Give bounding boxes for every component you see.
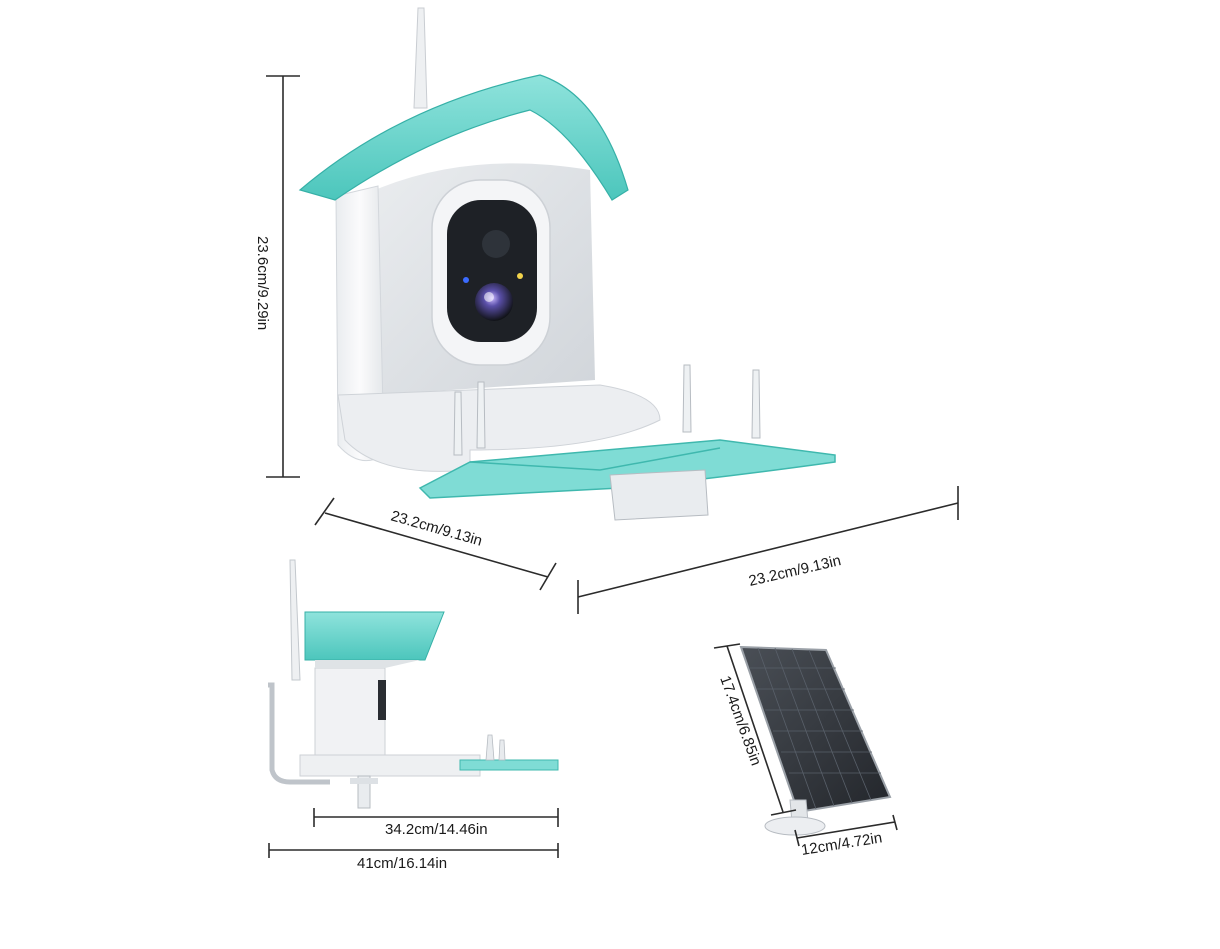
roof [298,74,629,201]
antenna [413,7,428,109]
feeder-width-label: 23.2cm/9.13in [747,552,843,590]
depth-dimension: 23.2cm/9.13in [314,497,557,591]
solar-panel [739,645,892,836]
mount-bracket [268,682,330,785]
side-inner-dimension: 34.2cm/14.46in [313,808,559,838]
lens-icon [475,283,513,321]
led-blue-icon [463,277,469,283]
feeder-height-label: 23.6cm/9.29in [254,236,271,330]
seed-cup [609,469,709,521]
sensor-icon [482,230,510,258]
feeder-base [337,384,661,472]
perches [453,364,761,456]
solar-panel-face [739,645,892,814]
camera-module [431,179,551,366]
side-tray [299,754,481,777]
side-inner-width-label: 34.2cm/14.46in [385,821,488,838]
side-body [314,667,386,764]
solar-cell-grid [749,647,881,810]
side-roof [304,611,445,661]
height-dimension: 23.6cm/9.29in [254,75,300,478]
solar-stand-base [764,816,826,836]
feeder-front-view [298,7,836,521]
feeder-depth-label: 23.2cm/9.13in [389,508,484,550]
side-total-width-label: 41cm/16.14in [357,855,447,872]
side-total-dimension: 41cm/16.14in [268,843,559,872]
side-antenna [289,559,301,681]
feeder-side-view [268,559,559,809]
led-yellow-icon [517,273,523,279]
